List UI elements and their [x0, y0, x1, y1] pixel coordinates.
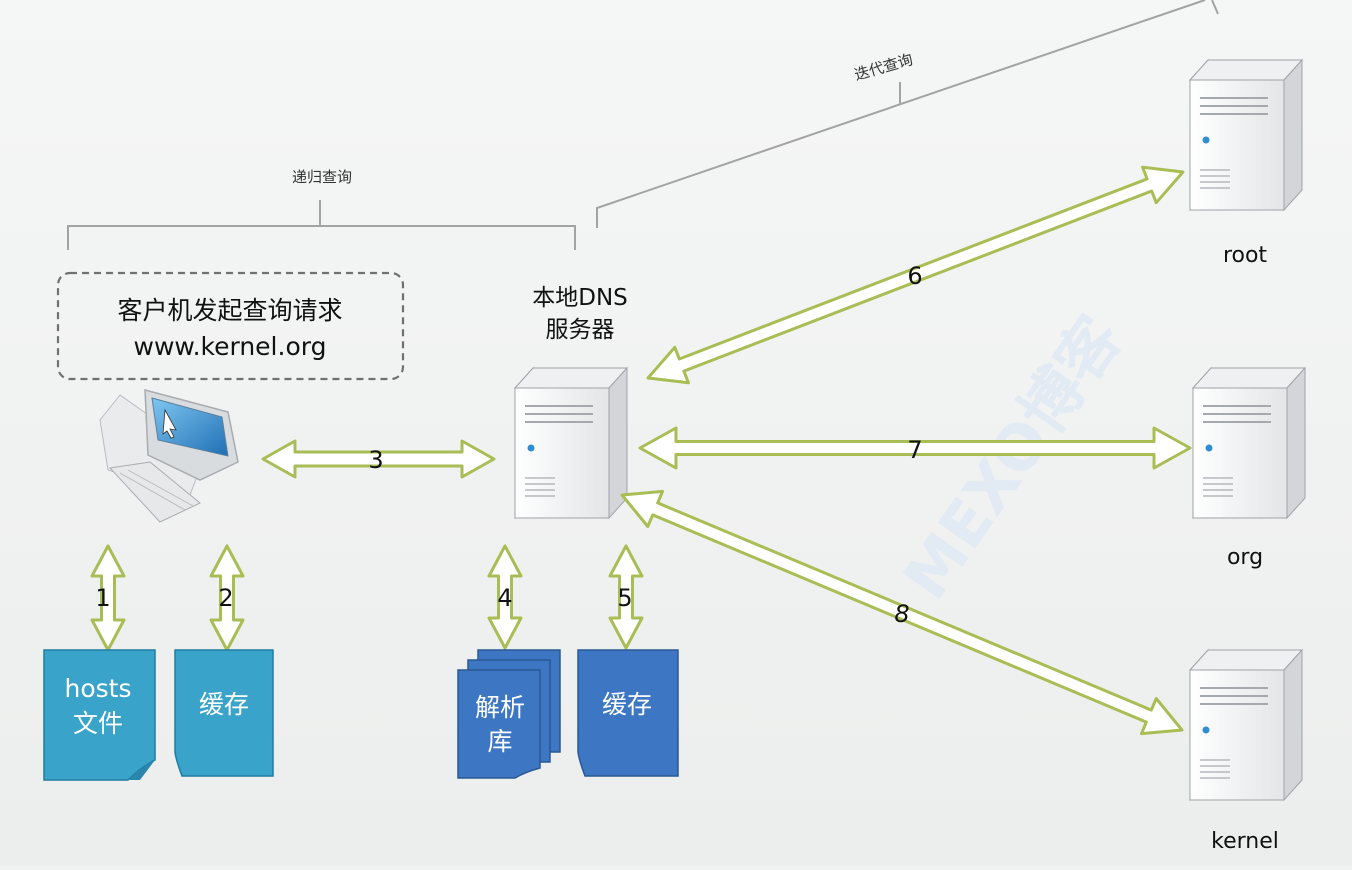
resolver-library-label-2: 库 [487, 727, 512, 756]
local-dns-label: 本地DNS [532, 285, 628, 311]
resolver-library-document: 解析 库 [457, 649, 561, 779]
arrow-4 [487, 544, 523, 650]
arrow-5 [608, 544, 644, 650]
recursive-query-bracket [67, 200, 576, 250]
client-cache-document: 缓存 [174, 649, 274, 777]
dns-cache-label: 缓存 [602, 690, 652, 719]
local-dns-server-icon [514, 367, 628, 519]
step-2-label: 2 [218, 584, 233, 612]
step-8-label: 8 [894, 600, 909, 628]
step-4-label: 4 [497, 584, 512, 612]
arrow-3 [261, 439, 496, 479]
client-request-callout [56, 271, 405, 381]
arrow-layer [90, 165, 1192, 736]
step-3-label: 3 [368, 446, 383, 474]
local-dns-label-2: 服务器 [546, 317, 615, 343]
resolver-library-label: 解析 [475, 693, 525, 722]
kernel-server-icon [1189, 649, 1303, 801]
client-cache-label: 缓存 [199, 690, 249, 719]
client-request-text: 客户机发起查询请求 [117, 296, 342, 325]
arrow-8 [620, 489, 1184, 736]
recursive-query-label: 递归查询 [292, 168, 352, 186]
root-server-label: root [1223, 243, 1267, 268]
step-6-label: 6 [907, 262, 922, 290]
step-5-label: 5 [617, 584, 632, 612]
client-request-domain: www.kernel.org [134, 332, 327, 361]
step-7-label: 7 [907, 436, 922, 464]
hosts-file-label-2: 文件 [73, 709, 123, 738]
arrow-6 [646, 165, 1185, 385]
dns-cache-document: 缓存 [577, 649, 679, 777]
org-server-label: org [1227, 545, 1263, 570]
hosts-file-document: hosts 文件 [43, 649, 156, 781]
kernel-server-label: kernel [1211, 829, 1279, 854]
hosts-file-label: hosts [65, 674, 132, 703]
client-computer-icon [99, 389, 239, 523]
arrow-7 [638, 426, 1192, 470]
root-server-icon [1189, 59, 1303, 211]
step-1-label: 1 [95, 584, 110, 612]
org-server-icon [1192, 367, 1306, 519]
iterative-query-bracket [596, 0, 1219, 228]
